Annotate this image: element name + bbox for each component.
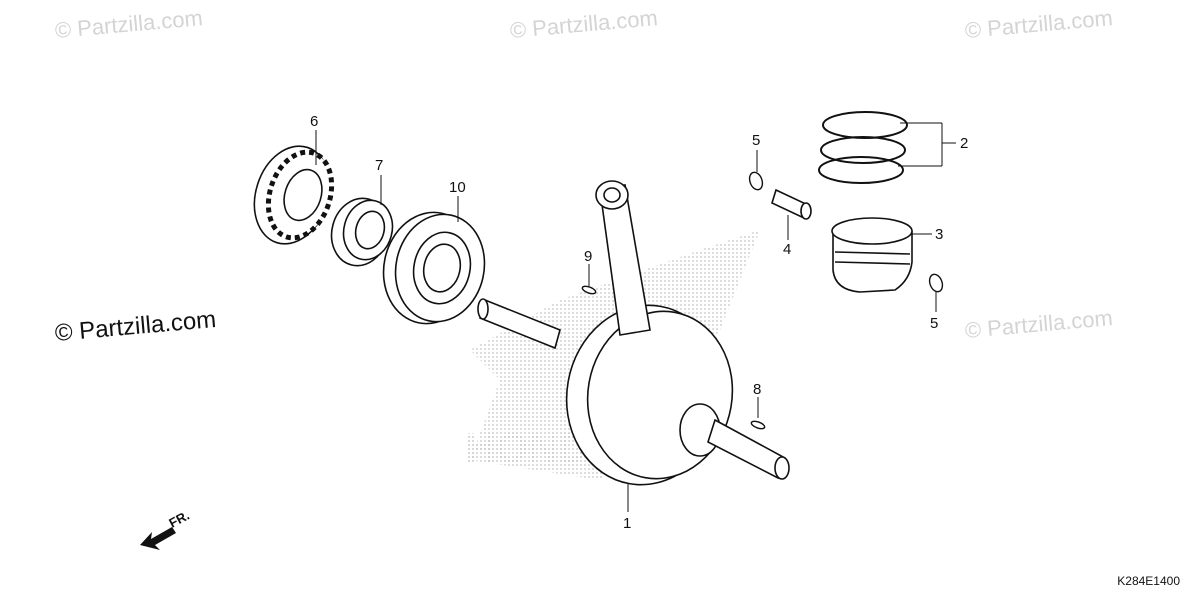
gear-icon <box>253 145 335 245</box>
callout-5-bottom: 5 <box>930 315 938 332</box>
callout-10: 10 <box>449 179 466 196</box>
piston-ring-icon <box>818 111 908 184</box>
clip-icon <box>748 171 944 293</box>
callout-4: 4 <box>783 241 791 258</box>
front-direction-arrow-icon: FR. <box>140 508 192 550</box>
bearing-icon <box>382 211 486 325</box>
piston-pin-icon <box>771 188 812 220</box>
key-icon <box>581 285 766 430</box>
callout-5-top: 5 <box>752 132 760 149</box>
callout-6: 7 <box>375 157 383 174</box>
callout-8: 8 <box>753 381 761 398</box>
collar-icon <box>330 197 394 267</box>
drawing-code: K284E1400 <box>1117 574 1180 588</box>
front-direction-label: FR. <box>166 508 192 531</box>
callout-7: 6 <box>310 113 318 130</box>
callout-3: 3 <box>935 226 943 243</box>
piston-icon <box>831 217 913 293</box>
callout-1: 1 <box>623 515 631 532</box>
crankshaft-icon <box>477 180 790 486</box>
callout-9: 9 <box>584 248 592 265</box>
leader-lines <box>315 122 956 512</box>
callout-2: 2 <box>960 135 968 152</box>
callout-labels: 6 7 10 9 5 4 2 3 5 8 1 <box>310 113 968 532</box>
